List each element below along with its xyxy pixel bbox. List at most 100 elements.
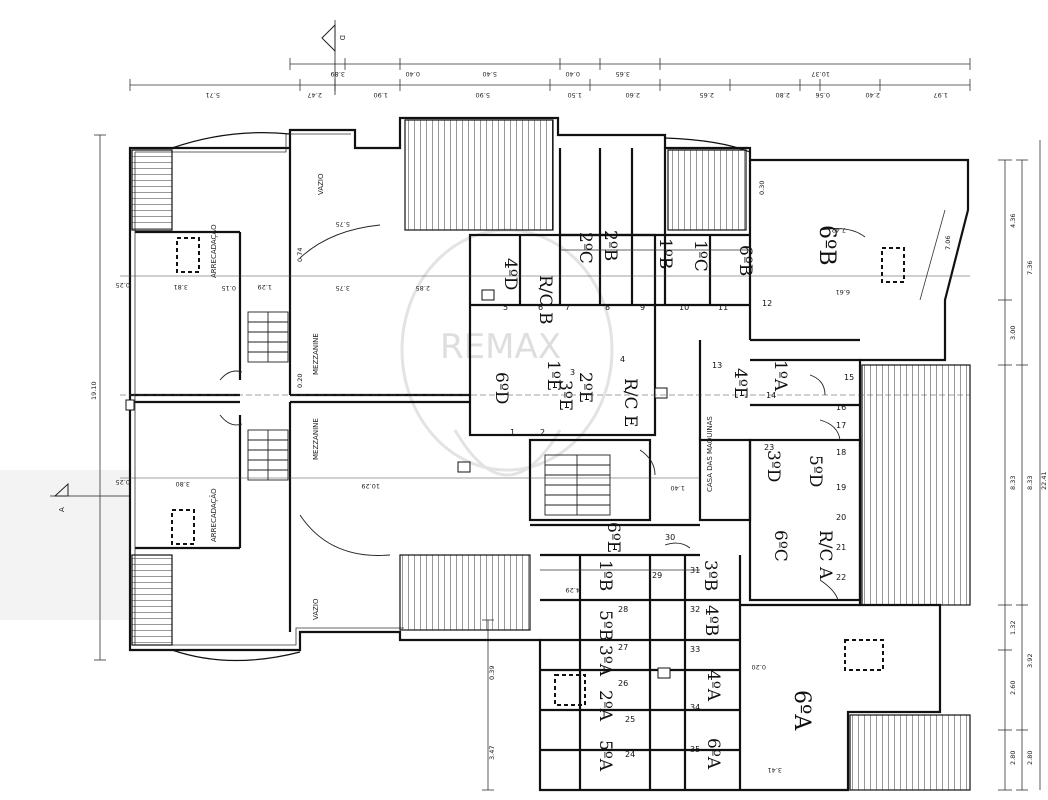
building-inner-walls (134, 133, 946, 646)
handwritten-label: 3ºD (763, 450, 783, 482)
room-number: 8 (605, 303, 610, 312)
dim-label: 19.10 (90, 381, 98, 400)
dim-label: 7.36 (1026, 261, 1034, 275)
dim-label: 1.40 (671, 484, 685, 492)
handwritten-label: 4ºD (500, 258, 520, 290)
section-marker-a: A (50, 482, 130, 512)
dim-label: 1.29 (258, 283, 272, 291)
dim-label: 0.56 (816, 91, 830, 99)
dim-label: 3.81 (174, 283, 188, 291)
room-label-mezzanine: MEZZANINE (312, 333, 320, 375)
handwritten-label: 4ºB (701, 605, 721, 636)
top-dimension-labels-row2: 5.71 2.47 1.90 5.90 1.50 2.60 2.65 2.80 … (206, 91, 948, 99)
dim-label: 2.65 (700, 91, 714, 99)
handwritten-label: R/C B (535, 275, 555, 324)
dim-label: 2.60 (626, 91, 640, 99)
handwritten-label: 2ºC (575, 232, 595, 264)
room-number: 31 (690, 566, 700, 575)
room-number: 23 (764, 443, 774, 452)
room-number: 28 (618, 605, 628, 614)
dim-label: 2.40 (866, 91, 880, 99)
handwritten-label: 2ºA (595, 690, 615, 722)
scan-shadow (0, 470, 130, 620)
room-number: 7 (565, 303, 570, 312)
dim-label: 10.37 (811, 70, 830, 78)
dim-label: 0.74 (296, 248, 304, 262)
dim-label: 3.47 (488, 746, 496, 760)
room-number: 18 (836, 448, 846, 457)
handwritten-label: 6ºA (703, 738, 723, 770)
room-number: 12 (762, 299, 772, 308)
dim-label: 0.25 (116, 478, 130, 486)
stairs (247, 311, 611, 516)
balcony-curves (171, 132, 751, 662)
room-number: 16 (836, 403, 846, 412)
handwritten-label: 5ºA (595, 740, 615, 772)
dim-label: 0.25 (116, 281, 130, 289)
right-dimension-chain (998, 140, 1041, 791)
room-number: 13 (712, 361, 722, 370)
handwritten-label: 4ºE (730, 368, 750, 399)
room-number: 1 (510, 428, 515, 437)
dim-label: 3.92 (1026, 654, 1034, 668)
interior-dimension-labels: 5.75 3.81 1.29 2.85 0.25 0.74 0.15 3.75 … (116, 181, 952, 774)
dim-label: 5.71 (206, 91, 220, 99)
room-number: 10 (679, 303, 689, 312)
storage-markers (171, 237, 905, 706)
room-number: 35 (690, 745, 700, 754)
room-number: 22 (836, 573, 846, 582)
room-numbers: 1 2 3 4 5 6 7 8 9 10 11 12 13 14 15 16 1… (503, 299, 854, 759)
room-number: 14 (766, 391, 776, 400)
handwritten-label: 3ºB (700, 560, 720, 591)
dim-label: 2.80 (1026, 751, 1034, 765)
dim-label: 5.40 (483, 70, 497, 78)
room-number: 32 (690, 605, 700, 614)
dim-label: 2.80 (776, 91, 790, 99)
left-dimension: 19.10 (90, 134, 106, 661)
dim-label: 1.90 (374, 91, 388, 99)
grid-axes (120, 275, 970, 479)
dim-label: 4.29 (566, 586, 580, 594)
dim-label: 4.36 (1009, 214, 1017, 228)
room-label-arrecadacao: ARRECADAÇÃO (209, 488, 218, 542)
watermark-text: REMAX (440, 327, 561, 367)
room-number: 15 (844, 373, 854, 382)
room-label-vazio: VAZIO (317, 173, 325, 195)
room-label-arrecadacao: ARRECADAÇÃO (209, 224, 218, 278)
room-number: 11 (718, 303, 728, 312)
dim-label: 3.75 (336, 284, 350, 292)
dim-label: 6.61 (836, 288, 850, 296)
handwritten-label: 2ºE (575, 372, 595, 403)
dim-label: 8.33 (1026, 476, 1034, 490)
handwritten-label: 4ºA (703, 670, 723, 702)
top-dimension-labels-row1: 3.89 0.40 5.40 0.40 3.65 10.37 (331, 70, 830, 78)
handwritten-label: 6ºA (789, 690, 814, 731)
dim-label: 2.47 (308, 91, 322, 99)
dim-label: 0.20 (296, 374, 304, 388)
dim-label: 5.75 (336, 220, 350, 228)
dim-label: 1.50 (568, 91, 582, 99)
handwritten-label: R/C E (620, 378, 640, 427)
room-number: 6 (538, 303, 543, 312)
dim-label: 22.41 (1040, 471, 1048, 490)
dim-label: 7.42 (832, 226, 846, 234)
dim-label: 3.89 (331, 70, 345, 78)
dim-label: 0.30 (758, 181, 766, 195)
vent-grids (125, 289, 671, 679)
room-label-mezzanine: MEZZANINE (312, 418, 320, 460)
dim-label: 0.40 (406, 70, 420, 78)
top-dimension-chain (129, 58, 971, 91)
room-number: 25 (625, 715, 635, 724)
handwritten-label: 5ºB (595, 610, 615, 641)
bottom-left-dimension (482, 619, 494, 791)
handwritten-label: 1ºA (770, 360, 790, 392)
dim-label: 5.90 (476, 91, 490, 99)
dim-label: 3.80 (176, 480, 190, 488)
room-number: 17 (836, 421, 846, 430)
door-swings (219, 224, 866, 601)
dim-label: 0.15 (222, 284, 236, 292)
handwritten-label: R/C A (815, 530, 835, 580)
handwritten-label: 2ºB (600, 230, 620, 261)
right-dimension-labels: 4.36 3.00 8.33 1.32 2.60 2.80 7.36 8.33 … (1009, 214, 1048, 765)
